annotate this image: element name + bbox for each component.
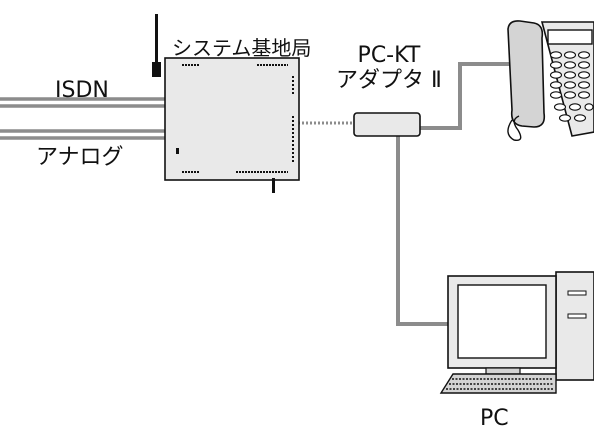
pc-label: PC xyxy=(480,408,509,430)
isdn-label: ISDN xyxy=(55,80,109,102)
adapter-label: PC-KT アダプタ Ⅱ xyxy=(336,44,442,93)
adapter-box-icon xyxy=(354,113,420,136)
base-station-label: システム基地局 xyxy=(172,38,311,58)
analog-line xyxy=(0,131,166,138)
telephone-icon xyxy=(508,21,594,140)
computer-icon xyxy=(441,272,594,393)
adapter-label-line2: アダプタ Ⅱ xyxy=(336,69,442,94)
analog-label: アナログ xyxy=(36,147,124,169)
adapter-label-line1: PC-KT xyxy=(336,44,442,69)
